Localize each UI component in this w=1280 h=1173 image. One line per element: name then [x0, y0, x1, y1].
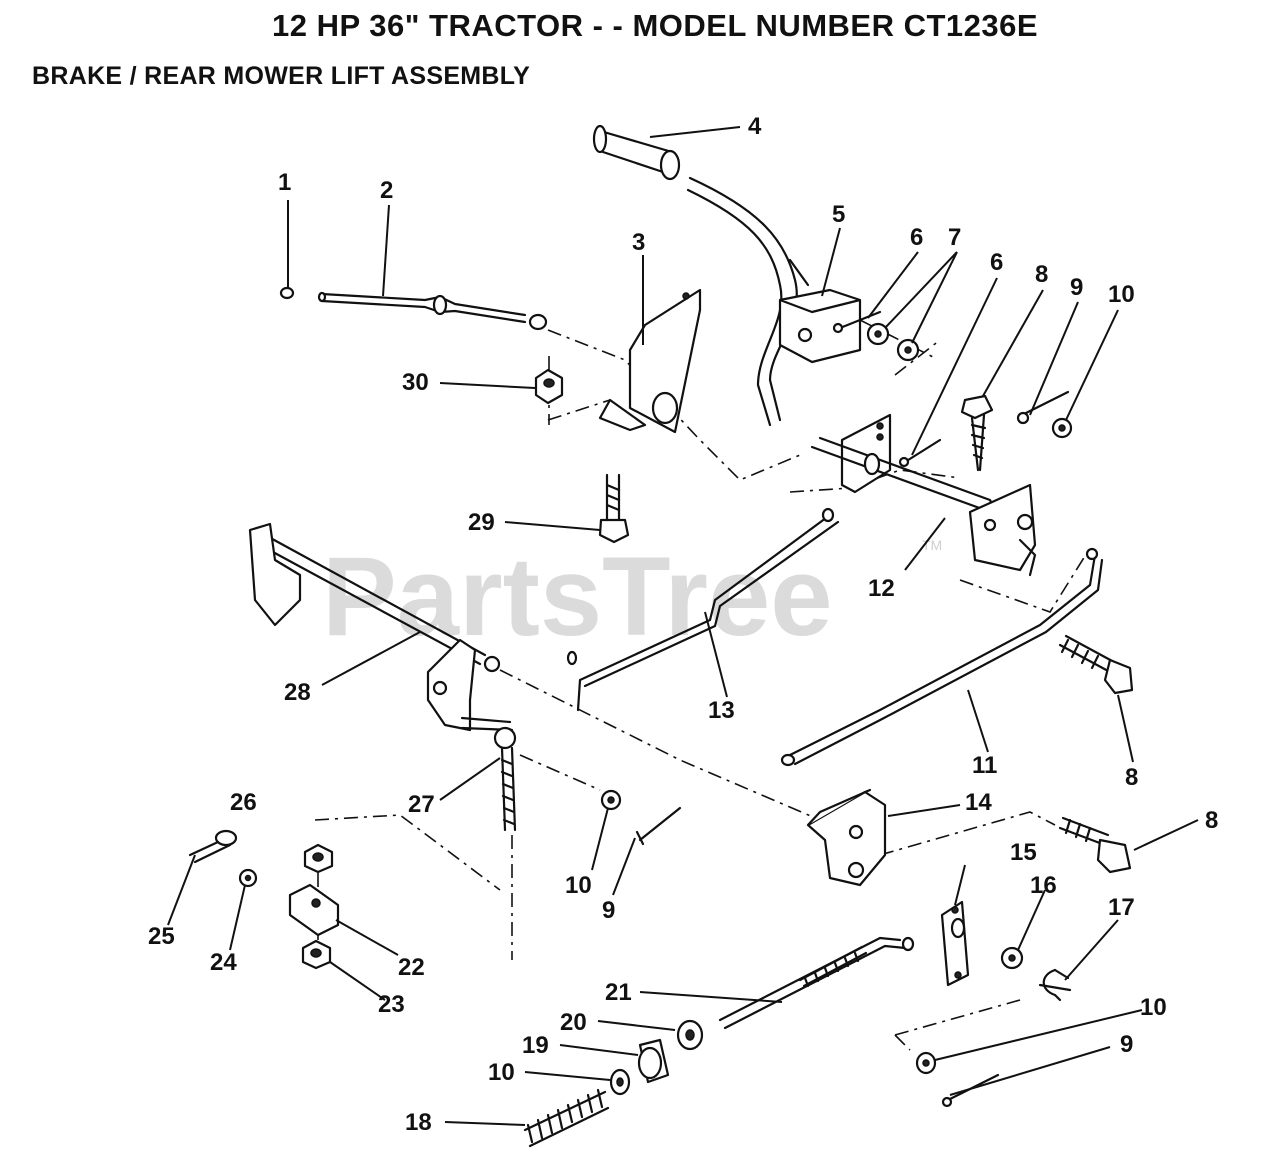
callout-25: 25: [148, 923, 175, 950]
part-8-bolt-middle: [1058, 634, 1134, 695]
callout-10: 10: [1140, 994, 1167, 1021]
callout-28: 28: [284, 679, 311, 706]
callout-6: 6: [990, 249, 1003, 276]
callout-1: 1: [278, 169, 291, 196]
part-12-cross-shaft: [810, 436, 1037, 577]
callout-10: 10: [488, 1059, 515, 1086]
callout-29: 29: [468, 509, 495, 536]
callout-5: 5: [832, 201, 845, 228]
part-13-link-rod: [566, 507, 840, 712]
part-6-7-cotter-and-washers: [832, 310, 942, 468]
part-25-hair-pin: [188, 829, 238, 864]
page-title: 12 HP 36" TRACTOR - - MODEL NUMBER CT123…: [272, 8, 1039, 43]
part-21-brake-rod: [718, 936, 915, 1030]
part-26-nut: [303, 843, 334, 874]
part-2-brake-rod: [317, 291, 548, 331]
callout-15: 15: [1010, 839, 1037, 866]
part-29-bolt: [598, 473, 630, 544]
callout-10: 10: [565, 872, 592, 899]
callout-30: 30: [402, 369, 429, 396]
part-24-washer: [238, 868, 258, 888]
callout-numbers: 1 2 3 4 5 6 7 6 8 9 10 30 29 12 28 13 11…: [148, 113, 1218, 1136]
part-23-nut: [301, 939, 332, 970]
part-8-bolt-right: [1058, 816, 1132, 874]
part-19-spacer: [637, 1038, 670, 1084]
callout-26: 26: [230, 789, 257, 816]
callout-2: 2: [380, 177, 393, 204]
part-22-swivel-block: [288, 883, 340, 937]
part-14-bracket: [806, 788, 887, 887]
part-10-washer-lower: [609, 1068, 631, 1096]
part-20-nut: [676, 1019, 704, 1051]
callout-18: 18: [405, 1109, 432, 1136]
callout-8: 8: [1205, 807, 1218, 834]
callout-9: 9: [1070, 274, 1083, 301]
part-16-washer: [1000, 946, 1024, 970]
part-pivot-bracket: [840, 413, 892, 494]
callout-14: 14: [965, 789, 992, 816]
part-30-lock-nut: [534, 368, 564, 405]
part-3-mounting-bracket: [598, 288, 702, 434]
callout-21: 21: [605, 979, 632, 1006]
part-18-spring: [523, 1088, 610, 1148]
callout-24: 24: [210, 949, 237, 976]
callout-13: 13: [708, 697, 735, 724]
part-11-lift-rod: [780, 547, 1104, 767]
callout-4: 4: [748, 113, 762, 140]
callout-8: 8: [1125, 764, 1138, 791]
callout-23: 23: [378, 991, 405, 1018]
callout-12: 12: [868, 575, 895, 602]
part-8-bolt-top: [960, 394, 994, 472]
assembly-dashed-lines: [314, 319, 1091, 1051]
part-5-lift-lever: [686, 176, 862, 427]
callout-17: 17: [1108, 894, 1135, 921]
callout-9: 9: [602, 897, 615, 924]
part-1-clevis-pin: [279, 286, 295, 300]
part-27-eye-bolt: [493, 726, 517, 832]
callout-leaders: [167, 126, 1199, 1126]
callout-16: 16: [1030, 872, 1057, 899]
part-28-rock-shaft: [248, 522, 514, 732]
callout-27: 27: [408, 791, 435, 818]
assembly-subtitle: BRAKE / REAR MOWER LIFT ASSEMBLY: [32, 62, 531, 90]
callout-11: 11: [972, 752, 997, 779]
part-9-10-cotter-washer-middle: [600, 789, 682, 846]
callout-22: 22: [398, 954, 425, 981]
part-9-10-cotter-washer-top: [1016, 390, 1073, 439]
part-17-hair-clip: [1038, 968, 1072, 1002]
callout-3: 3: [632, 229, 645, 256]
callout-8: 8: [1035, 261, 1048, 288]
callout-20: 20: [560, 1009, 587, 1036]
callout-19: 19: [522, 1032, 549, 1059]
watermark: PartsTree: [322, 534, 833, 659]
part-9-10-cotter-washer-lower: [915, 1051, 1000, 1108]
part-15-link-plate: [940, 900, 970, 987]
callout-10: 10: [1108, 281, 1135, 308]
callout-7: 7: [948, 224, 961, 251]
part-4-handle-grip: [592, 124, 681, 181]
callout-9: 9: [1120, 1031, 1133, 1058]
callout-6: 6: [910, 224, 923, 251]
